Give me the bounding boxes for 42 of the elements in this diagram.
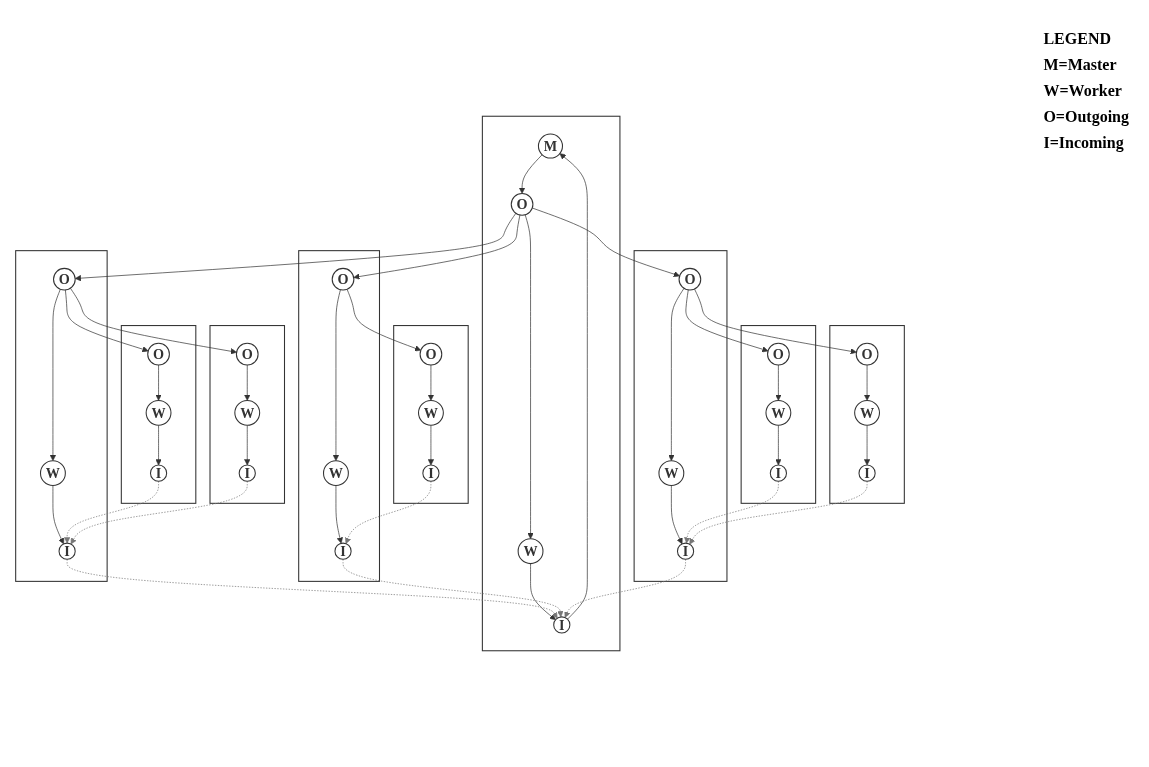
cluster bbox=[298, 250, 380, 582]
node-circle: W bbox=[517, 538, 544, 565]
cluster bbox=[15, 250, 108, 582]
node-circle: I bbox=[149, 464, 168, 482]
node-circle: O bbox=[235, 342, 259, 366]
node-circle: W bbox=[658, 460, 685, 487]
node-circle: O bbox=[147, 342, 170, 366]
node-circle: I bbox=[238, 464, 256, 482]
node-circle: I bbox=[553, 616, 571, 634]
cluster bbox=[209, 325, 286, 504]
node-circle: W bbox=[323, 460, 349, 487]
cluster bbox=[481, 115, 621, 652]
node-circle: O bbox=[767, 342, 790, 366]
node-circle: W bbox=[145, 399, 172, 426]
legend-entry: M=Master bbox=[1043, 56, 1118, 74]
legend-entry: O=Outgoing bbox=[1043, 108, 1129, 126]
node-circle: W bbox=[854, 399, 880, 426]
node-circle: I bbox=[769, 464, 787, 482]
node-circle: W bbox=[40, 460, 66, 487]
legend-entry: W=Worker bbox=[1043, 82, 1123, 100]
node-circle: O bbox=[510, 192, 534, 216]
cluster bbox=[829, 325, 905, 504]
cluster bbox=[740, 325, 817, 504]
cluster bbox=[393, 325, 469, 504]
node-circle: W bbox=[418, 399, 444, 426]
node-circle: I bbox=[676, 542, 695, 560]
node-circle: O bbox=[331, 267, 355, 291]
node-circle: I bbox=[858, 464, 876, 482]
node-circle: I bbox=[422, 464, 440, 482]
cluster bbox=[120, 325, 197, 504]
legend-title: LEGEND bbox=[1043, 30, 1112, 48]
node-circle: O bbox=[855, 342, 879, 366]
node-circle: I bbox=[334, 542, 352, 560]
node-circle: M bbox=[537, 133, 563, 159]
node-circle: I bbox=[58, 542, 76, 560]
node-circle: O bbox=[53, 267, 76, 291]
legend-entry: I=Incoming bbox=[1043, 134, 1125, 152]
node-circle: W bbox=[765, 399, 792, 426]
cluster bbox=[633, 250, 728, 582]
node-circle: W bbox=[234, 399, 261, 426]
node-circle: O bbox=[419, 342, 443, 366]
node-circle: O bbox=[678, 267, 702, 291]
